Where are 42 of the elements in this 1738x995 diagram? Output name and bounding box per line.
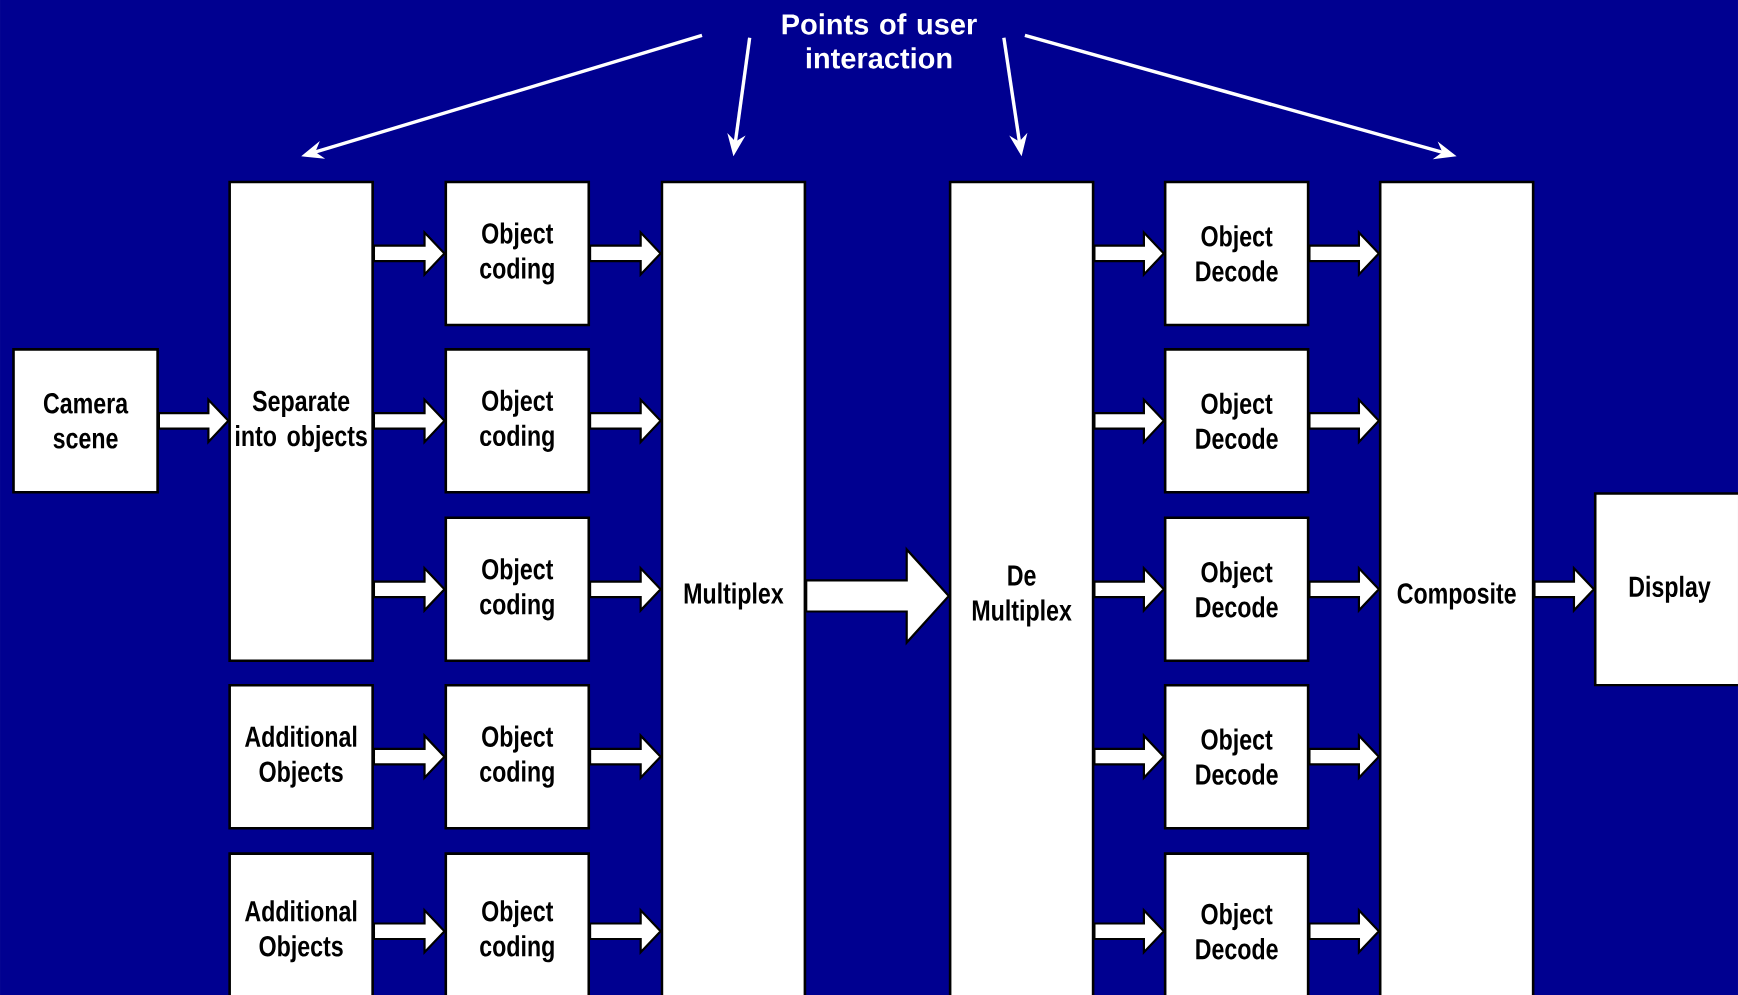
block-arrow (588, 907, 663, 955)
block-arrow (588, 396, 663, 445)
block-arrow (805, 546, 951, 646)
process-box: Camera scene (12, 347, 159, 494)
process-box: Object Decode (1163, 347, 1310, 494)
process-box: Object coding (444, 347, 591, 494)
block-arrow (588, 229, 663, 278)
process-box: Additional Objects (228, 683, 374, 830)
process-box: Separate into objects (228, 180, 374, 662)
process-box: Object coding (444, 683, 591, 830)
block-arrow (1093, 229, 1166, 278)
process-box: Object Decode (1163, 683, 1310, 830)
block-arrow (588, 732, 663, 781)
process-box: Display (1593, 491, 1738, 687)
process-box: Object coding (444, 180, 591, 327)
process-box: Additional Objects (228, 852, 374, 995)
process-box: Composite (1378, 180, 1535, 995)
callout-text: Points of user interaction (782, 13, 977, 69)
process-box: Object Decode (1163, 852, 1310, 995)
process-box: Multiplex (660, 180, 807, 995)
block-arrow (588, 565, 663, 613)
block-arrow (1308, 907, 1381, 955)
block-arrow (372, 732, 446, 781)
block-arrow (1093, 565, 1166, 613)
process-box: Object Decode (1163, 516, 1310, 662)
block-arrow (1308, 229, 1381, 278)
block-arrow (1093, 396, 1166, 445)
block-arrow (1308, 396, 1381, 445)
block-arrow (157, 396, 230, 445)
block-arrow (1093, 907, 1166, 955)
process-box: Object coding (444, 852, 591, 995)
block-arrow (1533, 565, 1596, 613)
block-arrow (372, 565, 446, 613)
block-arrow (1093, 732, 1166, 781)
process-box: Object coding (444, 516, 591, 662)
block-arrow (372, 396, 446, 445)
block-arrow (1308, 732, 1381, 781)
block-arrow (372, 907, 446, 955)
block-arrow (1308, 565, 1381, 613)
process-box: De Multiplex (948, 180, 1095, 995)
process-box: Object Decode (1163, 180, 1310, 327)
block-arrow (372, 229, 446, 278)
